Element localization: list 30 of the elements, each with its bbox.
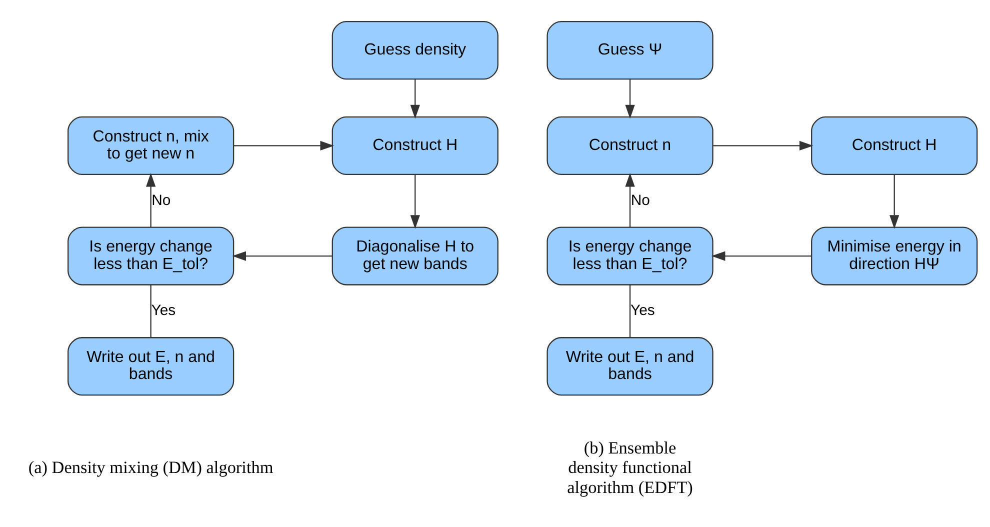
arrow: [890, 174, 900, 229]
node-box: Is energy change less than E_tol?: [68, 226, 234, 286]
node-box: Construct n: [546, 116, 714, 176]
label: (b) Ensemble density functional algorithm (EDFT): [567, 438, 693, 497]
node-box: Guess density: [332, 21, 498, 80]
arrow: [625, 172, 635, 228]
connector: [150, 285, 152, 338]
node-box: Diagonalise H to get new bands: [332, 226, 498, 286]
arrow: [410, 79, 420, 119]
edge-label: No: [630, 192, 650, 209]
arrow: [234, 140, 334, 151]
arrow: [625, 79, 635, 119]
node-box: Is energy change less than E_tol?: [546, 226, 714, 286]
edge-label: No: [152, 192, 171, 209]
arrow: [146, 172, 156, 228]
node-box: Construct H: [811, 116, 978, 176]
arrow: [713, 140, 814, 151]
arrow: [711, 251, 812, 261]
edge-label: Yes: [151, 302, 176, 320]
arrow: [232, 251, 332, 261]
edge-label: Yes: [630, 302, 655, 320]
node-box: Construct n, mix to get new n: [68, 116, 234, 176]
node-box: Write out E, n and bands: [68, 337, 234, 396]
connector: [629, 285, 631, 338]
arrow: [410, 174, 420, 229]
label: (a) Density mixing (DM) algorithm: [28, 458, 274, 478]
node-box: Construct H: [332, 116, 498, 176]
node-box: Write out E, n and bands: [546, 337, 714, 396]
node-box: Minimise energy in direction HΨ: [811, 226, 978, 286]
node-box: Guess Ψ: [546, 21, 714, 80]
